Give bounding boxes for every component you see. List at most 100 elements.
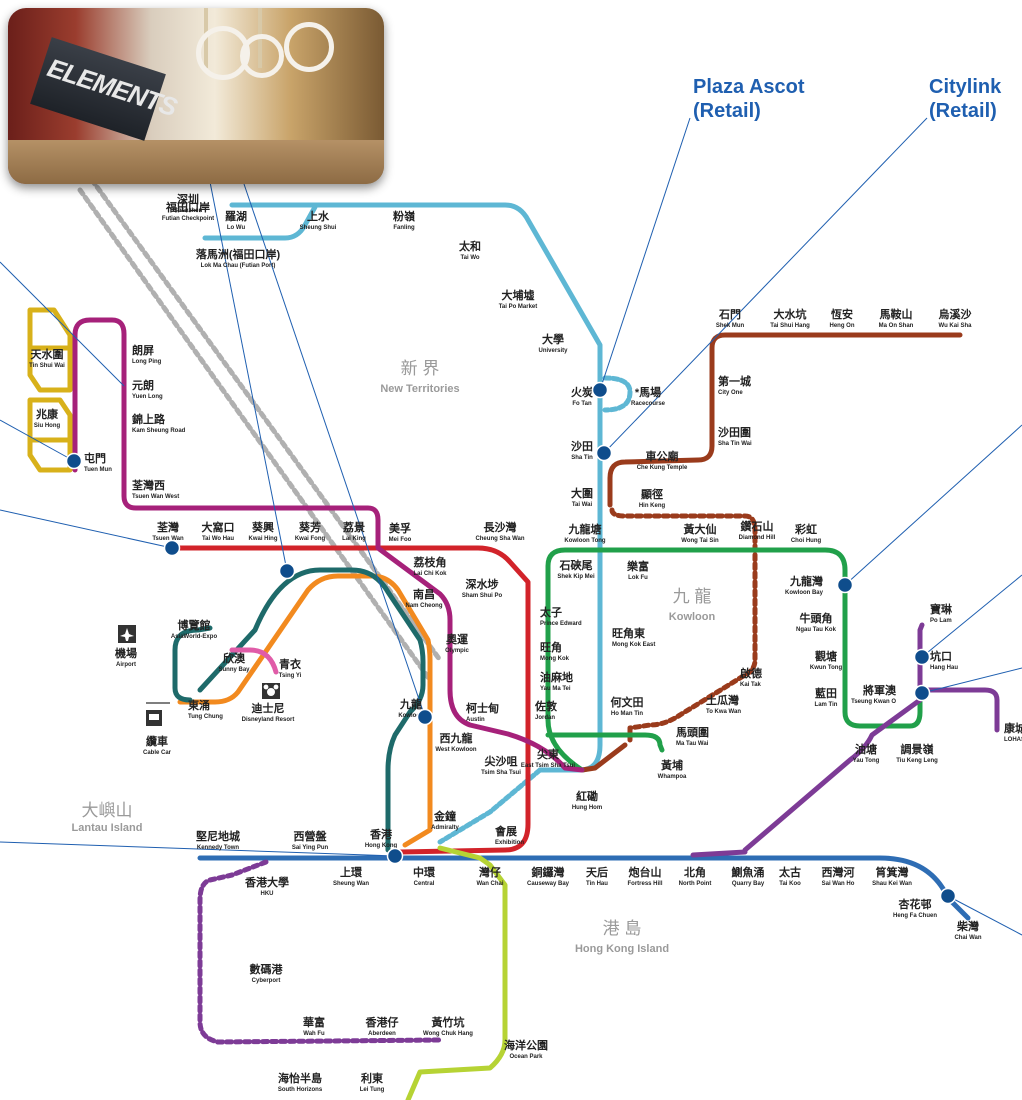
callout-plaza-ascot-name: Plaza Ascot — [693, 75, 805, 99]
station-name-en: Yau Tong — [853, 758, 880, 764]
station-name-en: Tai Wo Hau — [202, 536, 234, 542]
station-label: 黃大仙Wong Tai Sin — [681, 522, 719, 544]
tko-line — [745, 625, 997, 850]
station-name-cn: 石硤尾 — [559, 558, 593, 572]
station-name-cn: 何文田 — [611, 695, 644, 709]
station-name-cn: 華富 — [303, 1015, 325, 1029]
station-name-cn: 粉嶺 — [393, 209, 415, 223]
station-label: 銅鑼灣Causeway Bay — [527, 865, 570, 887]
station-name-cn: 車公廟 — [646, 449, 679, 463]
cable-car-icon — [146, 703, 170, 726]
station-name-cn: 油麻地 — [540, 670, 573, 684]
station-name-cn: 寶琳 — [930, 602, 953, 616]
station-name-cn: 堅尼地城 — [196, 829, 240, 843]
station-name-cn: 太子 — [539, 605, 562, 619]
station-name-cn: 福田口岸 — [165, 200, 210, 214]
station-label: 北角North Point — [679, 865, 712, 887]
region-hk-island-en: Hong Kong Island — [575, 943, 669, 955]
station-name-en: Lam Tin — [815, 702, 838, 708]
station-label: 灣仔Wan Chai — [476, 865, 503, 887]
station-name-cn: 油塘 — [855, 742, 877, 756]
station-label: 尖沙咀Tsim Sha Tsui — [481, 754, 521, 776]
station-name-cn: 太和 — [458, 239, 481, 253]
station-name-cn: 葵芳 — [298, 520, 321, 534]
station-name-cn: 調景嶺 — [901, 742, 934, 756]
station-name-en: Tseung Kwan O — [851, 699, 896, 705]
station-name-en: Cheung Sha Wan — [475, 536, 524, 542]
station-name-cn: 土瓜灣 — [706, 693, 739, 707]
station-name-en: Lei Tung — [360, 1087, 385, 1093]
station-name-en: Lai King — [342, 536, 366, 542]
station-label: 荔枝角Lai Chi Kok — [413, 555, 448, 577]
station-name-cn: 海洋公園 — [504, 1038, 548, 1052]
station-name-en: Whampoa — [658, 774, 687, 780]
region-labels: 新 界 New Territories 九 龍 Kowloon 港 島 Hong… — [72, 359, 716, 955]
station-name-cn: 柯士甸 — [466, 701, 499, 715]
station-name-cn: 坑口 — [930, 649, 952, 663]
station-name-cn: 銅鑼灣 — [532, 865, 565, 879]
station-name-en: Kowloon Tong — [564, 538, 606, 544]
station-name-cn: 會展 — [495, 824, 518, 838]
station-name-en: City One — [718, 390, 743, 396]
station-name-en: Tin Hau — [586, 881, 608, 887]
station-name-en: Shek Kip Mei — [557, 574, 595, 580]
station-name-en: Tuen Mun — [84, 467, 112, 473]
station-label: 纜車Cable Car — [143, 734, 172, 756]
station-name-en: Tsim Sha Tsui — [481, 770, 521, 776]
station-label: 機場Airport — [115, 646, 137, 668]
station-label: 炮台山Fortress Hill — [627, 865, 662, 887]
station-name-cn: 觀塘 — [815, 649, 837, 663]
station-name-cn: 康城 — [1004, 721, 1022, 735]
property-marker — [165, 541, 180, 556]
station-name-cn: 西灣河 — [822, 865, 855, 879]
station-name-cn: 屯門 — [84, 451, 106, 465]
tko-line-north-point — [693, 852, 745, 855]
airport-icon — [118, 625, 136, 643]
elements-sign: ELEMENTS — [30, 37, 166, 141]
station-label: 荃灣西Tsuen Wan West — [132, 478, 179, 500]
station-name-en: Olympic — [445, 648, 469, 654]
station-name-en: Sunny Bay — [218, 667, 250, 673]
station-name-cn: 大埔墟 — [502, 288, 535, 302]
station-label: 土瓜灣To Kwa Wan — [706, 693, 741, 715]
station-label: 屯門 Tuen Mun — [84, 451, 112, 473]
station-name-cn: 恆安 — [831, 307, 853, 321]
station-label: 杏花邨Heng Fa Chuen — [893, 897, 937, 919]
station-label: *馬場Racecourse — [631, 385, 666, 407]
station-name-en: Kwai Fong — [295, 536, 326, 542]
station-name-cn: 九龍 — [399, 697, 422, 711]
station-name-cn: 落馬洲(福田口岸) — [196, 247, 281, 261]
station-label: 葵芳 Kwai Fong — [295, 520, 326, 542]
station-label: 兆康Siu Hong — [34, 407, 61, 429]
property-marker — [593, 383, 608, 398]
station-label: 旺角東Mong Kok East — [612, 626, 655, 648]
station-name-cn: 炮台山 — [629, 865, 662, 879]
station-label: 天水圍Tin Shui Wai — [29, 347, 65, 369]
station-name-cn: 佐敦 — [534, 699, 558, 713]
station-name-en: Wan Chai — [476, 881, 503, 887]
station-label: 香港Hong Kong — [365, 827, 398, 849]
station-label: 奧運Olympic — [445, 632, 469, 654]
station-name-en: Yau Ma Tei — [540, 686, 571, 692]
station-name-en: Sham Shui Po — [462, 593, 503, 599]
station-label: 大學University — [538, 332, 568, 354]
station-name-en: Long Ping — [132, 359, 162, 365]
station-label: 金鐘Admiralty — [431, 809, 459, 831]
station-name-cn: 馬鞍山 — [880, 307, 913, 321]
station-name-en: Tai Wo — [460, 255, 479, 261]
region-new-territories-en: New Territories — [380, 383, 459, 395]
property-marker — [915, 686, 930, 701]
station-name-en: North Point — [679, 881, 712, 887]
station-label: 長沙灣Cheung Sha Wan — [475, 520, 524, 542]
station-name-cn: 博覽館 — [178, 618, 211, 632]
station-name-cn: 火炭 — [571, 385, 593, 399]
